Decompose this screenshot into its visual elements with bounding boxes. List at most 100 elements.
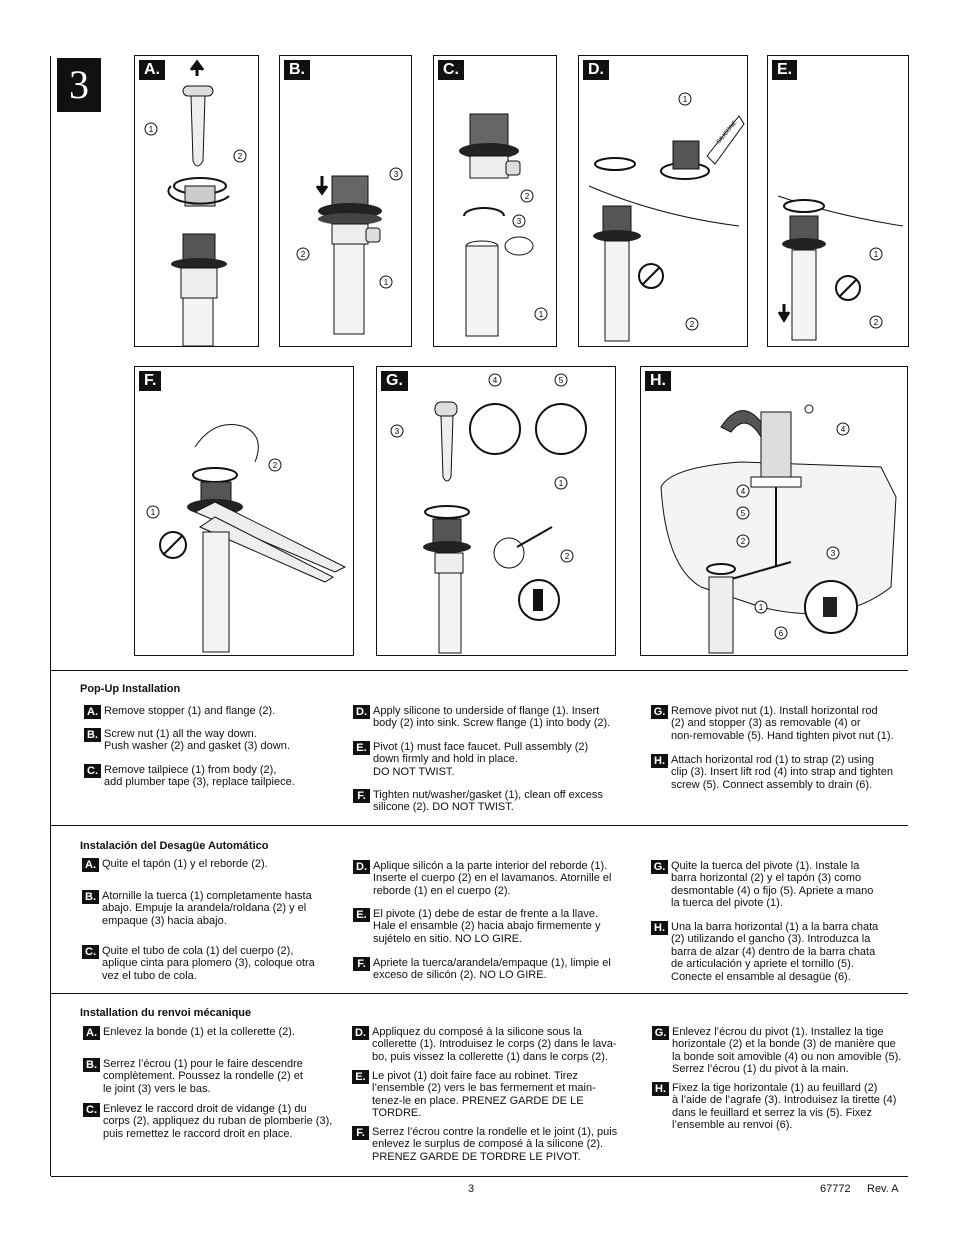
step-badge: F. — [352, 1126, 369, 1140]
stopper-flange-illustration: 1 2 — [144, 59, 247, 346]
panel-label-h: H. — [645, 371, 671, 391]
faucet-drain-assembly-illustration: 4 4 5 2 3 1 6 — [660, 404, 897, 654]
callout-h-6: 6 — [779, 629, 784, 638]
callout-f-2: 2 — [273, 461, 278, 470]
panel-label-f: F. — [139, 371, 162, 391]
instruction-en-g: G.Remove pivot nut (1). Install horizont… — [651, 705, 916, 742]
panel-label-g: G. — [381, 371, 408, 391]
body-nut-illustration: 3 2 1 — [296, 167, 403, 335]
section-title-spanish: Instalación del Desagüe Automático — [80, 840, 269, 852]
pivot-rod-illustration: 4 5 3 1 2 — [390, 373, 587, 654]
step-badge: E. — [353, 908, 370, 922]
step-badge: H. — [651, 754, 668, 768]
panel-h: 4 4 5 2 3 1 6 H. — [640, 366, 908, 656]
step-badge: D. — [352, 1026, 369, 1040]
callout-b-1: 1 — [384, 278, 389, 287]
instruction-en-f: F.Tighten nut/washer/gasket (1), clean o… — [353, 789, 633, 814]
callout-d-2: 2 — [690, 320, 695, 329]
instruction-es-b: B.Atornille la tuerca (1) completamente … — [82, 890, 337, 927]
panel-a: 1 2 A. — [134, 55, 259, 347]
callout-d-1: 1 — [683, 95, 688, 104]
instruction-es-a: A.Quite el tapón (1) y el reborde (2). — [82, 858, 337, 872]
callout-e-1: 1 — [874, 250, 879, 259]
step-badge: B. — [84, 728, 101, 742]
instruction-es-c: C.Quite el tubo de cola (1) del cuerpo (… — [82, 945, 337, 982]
callout-h-4-top: 4 — [841, 425, 846, 434]
instruction-es-d: D.Aplique silicón a la parte interior de… — [353, 860, 638, 897]
callout-b-3: 3 — [394, 170, 399, 179]
callout-c-3: 3 — [517, 217, 522, 226]
revision: Rev. A — [867, 1183, 899, 1195]
callout-g-1: 1 — [559, 479, 564, 488]
instruction-es-h: H.Una la barra horizontal (1) a la barra… — [651, 921, 916, 983]
instruction-fr-h: H.Fixez la tige horizontale (1) au feuil… — [652, 1082, 922, 1132]
step-badge: B. — [83, 1058, 100, 1072]
step-badge: B. — [82, 890, 99, 904]
step-badge: C. — [82, 945, 99, 959]
step-badge: H. — [652, 1082, 669, 1096]
instruction-en-h: H.Attach horizontal rod (1) to strap (2)… — [651, 754, 916, 791]
instruction-fr-e: E.Le pivot (1) doit faire face au robine… — [352, 1070, 637, 1120]
tighten-nut-illustration: 2 1 — [146, 424, 347, 653]
step-number: 3 — [57, 58, 101, 112]
silicone-flange-illustration: SILICONE 1 2 — [588, 92, 745, 342]
step-badge: E. — [352, 1070, 369, 1084]
callout-g-2: 2 — [565, 552, 570, 561]
step-badge: H. — [651, 921, 668, 935]
panel-label-d: D. — [583, 60, 609, 80]
panel-label-b: B. — [284, 60, 310, 80]
callout-c-1: 1 — [539, 310, 544, 319]
callout-g-4: 4 — [493, 376, 498, 385]
section-divider — [51, 1176, 908, 1177]
step-badge: F. — [353, 789, 370, 803]
step-badge: E. — [353, 741, 370, 755]
instruction-en-b: B.Screw nut (1) all the way down. Push w… — [84, 728, 339, 753]
doc-number: 67772 — [820, 1183, 851, 1195]
panel-label-a: A. — [139, 60, 165, 80]
pivot-assembly-illustration: 1 2 — [777, 195, 904, 341]
step-badge: C. — [83, 1103, 100, 1117]
page-number: 3 — [468, 1183, 475, 1195]
callout-e-2: 2 — [874, 318, 879, 327]
instruction-fr-b: B.Serrez l’écrou (1) pour le faire desce… — [83, 1058, 338, 1095]
step-badge: G. — [652, 1026, 669, 1040]
callout-a-2: 2 — [238, 152, 243, 161]
step-badge: G. — [651, 705, 668, 719]
callout-h-5: 5 — [741, 509, 746, 518]
callout-h-1: 1 — [759, 603, 764, 612]
section-divider — [51, 993, 908, 994]
callout-h-4: 4 — [741, 487, 746, 496]
panel-g: 4 5 3 1 2 G. — [376, 366, 616, 656]
panel-e: 1 2 E. — [767, 55, 909, 347]
step-badge: A. — [84, 705, 101, 719]
instruction-fr-f: F.Serrez l’écrou contre la rondelle et l… — [352, 1126, 637, 1163]
panel-f: 2 1 F. — [134, 366, 354, 656]
instruction-fr-a: A.Enlevez la bonde (1) et la collerette … — [83, 1026, 338, 1040]
callout-g-3: 3 — [395, 427, 400, 436]
step-badge: D. — [353, 705, 370, 719]
callout-a-1: 1 — [149, 125, 154, 134]
instruction-en-e: E.Pivot (1) must face faucet. Pull assem… — [353, 741, 633, 778]
panel-d: SILICONE 1 2 D. — [578, 55, 748, 347]
callout-b-2: 2 — [301, 250, 306, 259]
callout-h-3: 3 — [831, 549, 836, 558]
panel-label-e: E. — [772, 60, 798, 80]
panel-b: 3 2 1 B. — [279, 55, 412, 347]
step-badge: G. — [651, 860, 668, 874]
panel-label-c: C. — [438, 60, 464, 80]
instruction-fr-d: D.Appliquez du composé à la silicone sou… — [352, 1026, 637, 1063]
instruction-en-c: C.Remove tailpiece (1) from body (2), ad… — [84, 764, 339, 789]
step-badge: D. — [353, 860, 370, 874]
step-badge: A. — [82, 858, 99, 872]
instruction-fr-c: C.Enlevez le raccord droit de vidange (1… — [83, 1103, 353, 1140]
section-divider — [51, 825, 908, 826]
section-title-english: Pop-Up Installation — [80, 683, 181, 695]
callout-c-2: 2 — [525, 192, 530, 201]
instruction-en-d: D.Apply silicone to underside of flange … — [353, 705, 633, 730]
step-badge: C. — [84, 764, 101, 778]
step-badge: F. — [353, 957, 370, 971]
callout-h-2: 2 — [741, 537, 746, 546]
instruction-es-g: G.Quite la tuerca del pivote (1). Instal… — [651, 860, 916, 910]
section-divider — [51, 670, 908, 671]
